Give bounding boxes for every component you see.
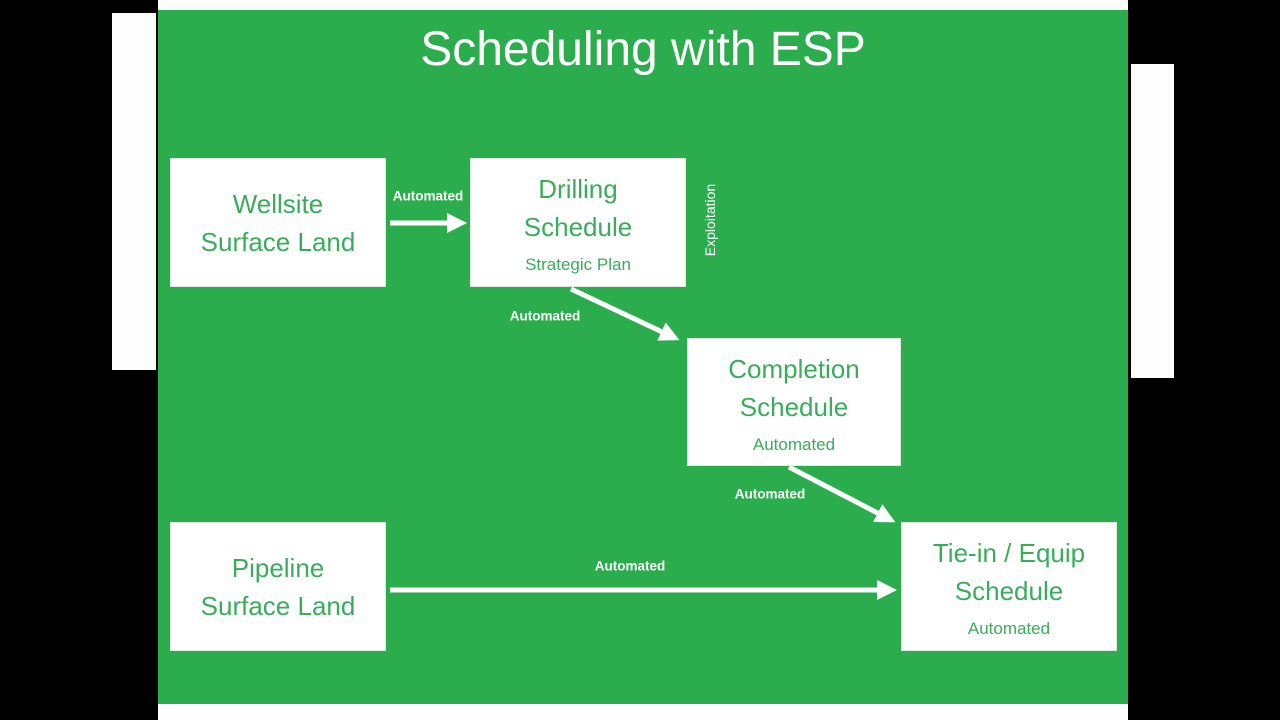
arrow-label-automated: Automated [594,558,666,574]
slide-title: Scheduling with ESP [420,23,866,76]
box-text-line: Drilling [538,174,618,204]
arrow-label-automated: Automated [509,308,581,324]
box-text-line: Schedule [954,576,1064,606]
arrow-label-automated: Automated [392,188,464,204]
arrow-label-automated: Automated [734,486,806,502]
box-text-line: Completion [728,353,860,384]
box-text-line: Pipeline [231,552,325,583]
flow-box-drilling-schedule: Drilling Schedule Strategic Plan [470,158,686,287]
box-subtitle: Automated [752,434,836,454]
flow-box-wellsite-surface-land: Wellsite Surface Land [170,158,386,287]
left-white-strip [112,13,156,370]
flow-box-completion-schedule: Completion Schedule Automated [687,338,901,466]
flow-box-tiein-equip-schedule: Tie-in / Equip Schedule Automated [901,522,1117,651]
flow-box-pipeline-surface-land: Pipeline Surface Land [170,522,386,651]
box-subtitle: Strategic Plan [525,255,631,274]
box-text-line: Surface Land [200,226,356,257]
box-text-line: Schedule [739,391,849,422]
exploitation-vertical-label: Exploitation [702,183,718,257]
box-subtitle: Automated [967,619,1051,638]
box-text-line: Surface Land [200,590,356,621]
right-white-strip [1131,64,1174,378]
box-text-line: Wellsite [232,188,324,219]
box-text-line: Schedule [523,212,633,242]
box-text-line: Tie-in / Equip [932,538,1086,568]
